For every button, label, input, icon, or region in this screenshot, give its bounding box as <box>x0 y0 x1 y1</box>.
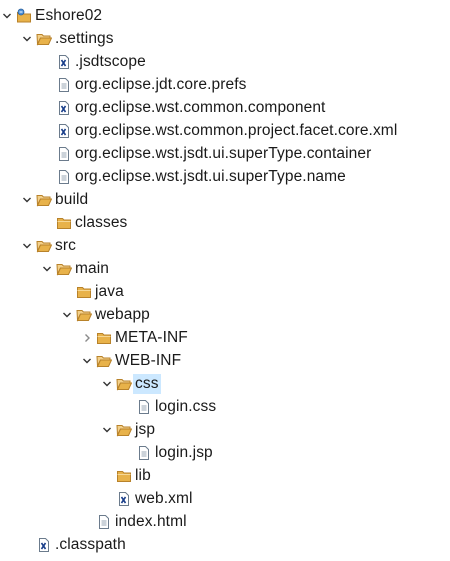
xml-file-icon <box>56 54 72 70</box>
tree-item-label: src <box>55 237 76 254</box>
folder-open-icon <box>36 192 52 208</box>
folder-icon <box>116 468 132 484</box>
tree-item[interactable]: login.jsp <box>0 442 450 464</box>
collapse-chevron-icon[interactable] <box>81 355 93 367</box>
collapse-chevron-icon[interactable] <box>1 10 13 22</box>
folder-open-icon <box>96 353 112 369</box>
tree-item-label: org.eclipse.wst.jsdt.ui.superType.contai… <box>75 145 372 162</box>
collapse-chevron-icon[interactable] <box>21 33 33 45</box>
tree-item[interactable]: Eshore02 <box>0 5 450 27</box>
tree-item[interactable]: index.html <box>0 511 450 533</box>
tree-item-label: login.jsp <box>155 444 213 461</box>
tree-item[interactable]: css <box>0 373 450 395</box>
tree-item-label: org.eclipse.wst.common.project.facet.cor… <box>75 122 398 139</box>
collapse-chevron-icon[interactable] <box>21 240 33 252</box>
text-file-icon <box>56 146 72 162</box>
tree-item[interactable]: web.xml <box>0 488 450 510</box>
project-icon <box>16 8 32 24</box>
tree-item-label: main <box>75 260 109 277</box>
text-file-icon <box>56 169 72 185</box>
tree-item[interactable]: org.eclipse.wst.jsdt.ui.superType.contai… <box>0 143 450 165</box>
xml-file-icon <box>116 491 132 507</box>
tree-item-label: .jsdtscope <box>75 53 146 70</box>
tree-item[interactable]: .classpath <box>0 534 450 556</box>
tree-item-label: org.eclipse.jdt.core.prefs <box>75 76 247 93</box>
collapse-chevron-icon[interactable] <box>41 263 53 275</box>
tree-item[interactable]: java <box>0 281 450 303</box>
folder-open-icon <box>56 261 72 277</box>
folder-open-icon <box>116 422 132 438</box>
folder-open-icon <box>116 376 132 392</box>
xml-file-icon <box>36 537 52 553</box>
tree-item[interactable]: WEB-INF <box>0 350 450 372</box>
text-file-icon <box>136 445 152 461</box>
tree-item-label: build <box>55 191 89 208</box>
tree-item[interactable]: .jsdtscope <box>0 51 450 73</box>
collapse-chevron-icon[interactable] <box>101 378 113 390</box>
folder-icon <box>56 215 72 231</box>
folder-icon <box>76 284 92 300</box>
folder-open-icon <box>36 238 52 254</box>
tree-item-label: login.css <box>155 398 217 415</box>
tree-item-label: webapp <box>95 306 150 323</box>
xml-file-icon <box>56 100 72 116</box>
collapse-chevron-icon[interactable] <box>61 309 73 321</box>
tree-item-label: classes <box>75 214 128 231</box>
text-file-icon <box>96 514 112 530</box>
tree-item-label: org.eclipse.wst.jsdt.ui.superType.name <box>75 168 346 185</box>
partially-visible-row <box>0 0 450 2</box>
tree-item-label: index.html <box>115 513 187 530</box>
tree-item[interactable]: META-INF <box>0 327 450 349</box>
tree-item[interactable]: login.css <box>0 396 450 418</box>
folder-icon <box>96 330 112 346</box>
text-file-icon <box>136 399 152 415</box>
tree-item-label: jsp <box>135 421 156 438</box>
tree-item-label: META-INF <box>115 329 188 346</box>
tree-item[interactable]: org.eclipse.wst.jsdt.ui.superType.name <box>0 166 450 188</box>
tree-item[interactable]: org.eclipse.jdt.core.prefs <box>0 74 450 96</box>
xml-file-icon <box>56 123 72 139</box>
tree-item[interactable]: org.eclipse.wst.common.component <box>0 97 450 119</box>
tree-item[interactable]: lib <box>0 465 450 487</box>
tree-item-label: .settings <box>55 30 114 47</box>
folder-open-icon <box>76 307 92 323</box>
tree-item[interactable]: build <box>0 189 450 211</box>
tree-item[interactable]: src <box>0 235 450 257</box>
tree-item[interactable]: org.eclipse.wst.common.project.facet.cor… <box>0 120 450 142</box>
tree-item[interactable]: webapp <box>0 304 450 326</box>
expand-chevron-icon[interactable] <box>81 332 93 344</box>
tree-item-label: java <box>95 283 124 300</box>
tree-item[interactable]: main <box>0 258 450 280</box>
tree-item-label: web.xml <box>135 490 193 507</box>
tree-item-label: css <box>133 374 161 394</box>
collapse-chevron-icon[interactable] <box>21 194 33 206</box>
collapse-chevron-icon[interactable] <box>101 424 113 436</box>
tree-item-label: Eshore02 <box>35 7 103 24</box>
text-file-icon <box>56 77 72 93</box>
tree-item[interactable]: .settings <box>0 28 450 50</box>
tree-item-label: lib <box>135 467 151 484</box>
folder-open-icon <box>36 31 52 47</box>
tree-item-label: org.eclipse.wst.common.component <box>75 99 326 116</box>
tree-item[interactable]: jsp <box>0 419 450 441</box>
tree-item-label: .classpath <box>55 536 126 553</box>
tree-item[interactable]: classes <box>0 212 450 234</box>
tree-item-label: WEB-INF <box>115 352 182 369</box>
